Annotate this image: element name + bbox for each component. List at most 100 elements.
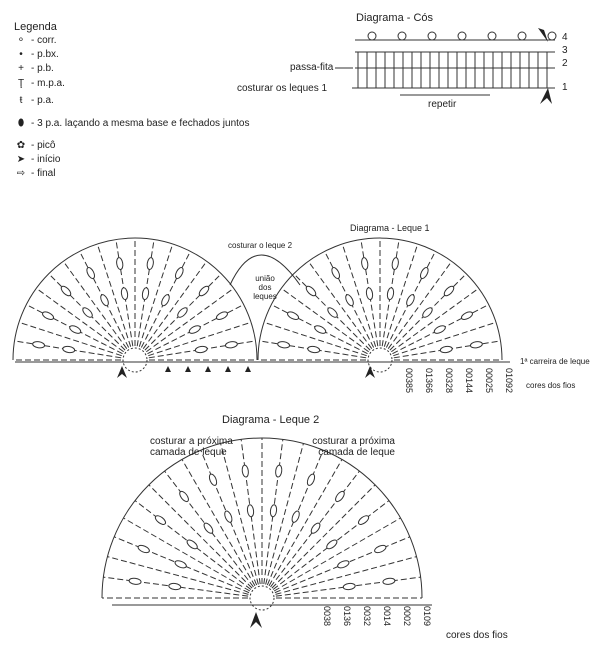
row-number: 4 (562, 32, 568, 43)
cluster-stitch (327, 307, 338, 318)
color-code: 0002 (402, 606, 412, 627)
half-double-crochet-icon: Ţ (17, 78, 25, 89)
legend-label: - final (31, 168, 56, 179)
left-note: costurar a próxima camada de leque (150, 436, 233, 458)
cluster-stitch (186, 539, 198, 550)
picot-stitch (367, 31, 377, 41)
cluster-stitch (241, 464, 249, 478)
center-ring (367, 347, 393, 373)
cluster-stitch (62, 345, 76, 354)
chain-stitch-icon: ⚬ (16, 35, 26, 46)
color-code: 01366 (424, 368, 434, 394)
cluster-stitch (100, 294, 109, 307)
cluster-stitch (337, 560, 350, 569)
fan-ray (393, 321, 497, 357)
cluster-stitch (246, 504, 255, 518)
fan-ray (36, 287, 124, 353)
cluster-stitch (460, 311, 473, 321)
cluster-stitch (60, 285, 72, 297)
legend-label: - 3 p.a. laçando a mesma base e fechados… (31, 118, 250, 129)
start-arrow-icon (365, 366, 375, 378)
cluster-stitch (275, 464, 283, 478)
row-number: 3 (562, 45, 568, 56)
cluster-stitch (141, 287, 150, 301)
start-arrow-icon (250, 612, 262, 628)
picot-icon: ✿ (16, 140, 26, 151)
legend-item: ➤ - início (14, 154, 61, 166)
cluster-stitch (361, 257, 369, 271)
legend-item: ŧ- p.a. (14, 95, 54, 107)
cluster-stitch (374, 544, 387, 554)
fan-ray (148, 321, 252, 357)
fan-ray (96, 243, 132, 347)
passa-fita-label: passa-fita (290, 62, 334, 73)
colors-label: cores dos fios (446, 630, 508, 641)
cluster-stitch (116, 257, 124, 271)
fan-ray (263, 321, 367, 357)
cluster-stitch (32, 341, 46, 349)
fan-ray (220, 443, 259, 585)
cluster-stitch (422, 307, 433, 318)
cluster-stitch (174, 267, 184, 280)
cluster-stitch (342, 582, 356, 591)
fan-ray (138, 243, 174, 347)
cluster-stitch (198, 285, 210, 297)
fan-ray (148, 484, 253, 589)
color-change-arrow-icon (205, 366, 211, 372)
picot-stitch (397, 31, 407, 41)
cluster-stitch (335, 490, 345, 503)
fan-ray (273, 517, 401, 592)
fan-ray (307, 261, 373, 349)
colors-label: cores dos fios (526, 381, 576, 390)
color-code: 00144 (464, 368, 474, 394)
cluster-stitch (391, 257, 399, 271)
picot-stitch (547, 31, 557, 41)
cluster-stitch (314, 325, 327, 334)
color-code: 00385 (404, 368, 414, 394)
color-code: 0109 (422, 606, 432, 627)
fan-ray (341, 243, 377, 347)
cluster-stitch (382, 577, 396, 585)
cluster-stitch (443, 285, 455, 297)
cluster-stitch (188, 325, 201, 334)
color-code: 00328 (444, 368, 454, 394)
double-crochet-icon: ŧ (19, 95, 23, 106)
leque1-left-outline (12, 237, 258, 361)
legend-label: - p.bx. (31, 49, 59, 60)
cluster-stitch (365, 287, 374, 301)
right-note: costurar a próxima camada de leque (312, 436, 395, 458)
color-change-arrow-icon (165, 366, 171, 372)
color-code: 0032 (362, 606, 372, 627)
fan-ray (107, 556, 249, 595)
picot-stitch (427, 31, 437, 41)
cluster-stitch (203, 522, 214, 534)
leque1-title: Diagrama - Leque 1 (350, 223, 430, 233)
cluster-stitch (177, 307, 188, 318)
cluster-stitch (469, 341, 483, 349)
fan-ray (18, 321, 122, 357)
fan-ray (271, 484, 376, 589)
cluster-stitch (326, 539, 338, 550)
fan-ray (181, 459, 256, 587)
fan-ray (268, 459, 343, 587)
uniao-arc (229, 254, 301, 286)
leque2-title: Diagrama - Leque 2 (222, 414, 320, 426)
fan-ray (62, 261, 128, 349)
cluster-icon: ⬮ (17, 118, 25, 129)
legend-label: - início (31, 154, 61, 165)
color-change-arrow-icon (225, 366, 231, 372)
cluster-stitch (224, 510, 233, 523)
legend-item: ✿- picô (14, 140, 56, 152)
cluster-stitch (168, 582, 182, 591)
legend-label: - corr. (31, 35, 57, 46)
cluster-stitch (277, 341, 291, 349)
fan-ray (146, 287, 234, 353)
cluster-stitch (69, 325, 82, 334)
cluster-stitch (224, 341, 238, 349)
cluster-stitch (86, 267, 96, 280)
cluster-stitch (128, 577, 142, 585)
color-change-arrow-icon (245, 366, 251, 372)
cluster-stitch (307, 345, 321, 354)
leque1-right-outline (257, 237, 503, 361)
start-arrow-icon: ➤ (16, 154, 26, 165)
